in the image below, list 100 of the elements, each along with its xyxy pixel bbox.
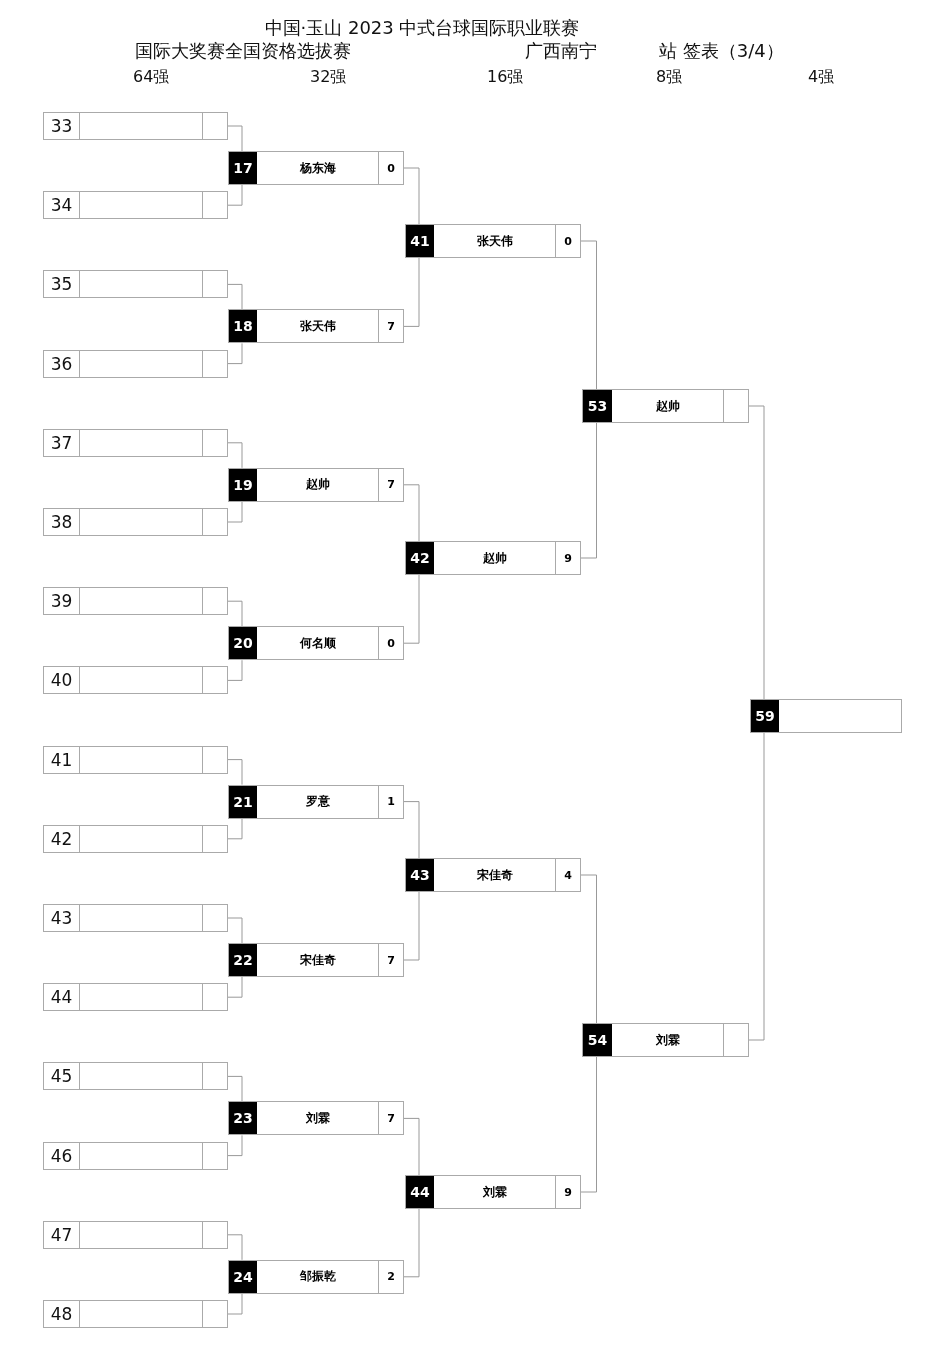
bracket-line <box>580 422 597 559</box>
player-name: 刘霖 <box>305 1109 330 1127</box>
match-number: 23 <box>229 1102 257 1135</box>
match-number: 24 <box>229 1260 257 1293</box>
bracket-slot <box>405 1175 581 1209</box>
bracket-line <box>227 501 243 523</box>
score: 7 <box>387 1111 395 1125</box>
bracket-slot <box>228 309 404 344</box>
bracket-line <box>227 600 243 627</box>
bracket-line <box>227 1134 243 1157</box>
player-name: 赵帅 <box>482 549 507 567</box>
player-name: 赵帅 <box>305 476 330 494</box>
bracket-slot <box>228 943 404 977</box>
bracket-line <box>227 1234 243 1261</box>
bracket-line <box>580 874 597 1024</box>
score: 0 <box>387 161 395 175</box>
bracket-line <box>227 976 243 998</box>
bracket-slot <box>43 1062 228 1091</box>
bracket-slot <box>43 270 228 299</box>
player-name: 刘霖 <box>482 1183 507 1201</box>
bracket-slot <box>43 508 228 536</box>
bracket-line <box>403 801 420 859</box>
bracket-line <box>227 1293 243 1315</box>
bracket-slot <box>228 784 404 819</box>
round-header: 8强 <box>656 67 683 89</box>
venue: 广西南宁 <box>525 39 597 64</box>
match-number: 43 <box>406 859 434 891</box>
bracket-line <box>227 283 243 310</box>
match-number: 18 <box>229 310 257 343</box>
match-number: 22 <box>229 944 257 976</box>
match-number: 21 <box>229 785 257 818</box>
bracket-line <box>403 574 420 644</box>
match-number: 44 <box>406 1176 434 1208</box>
bracket-slot <box>43 587 228 616</box>
bracket-line <box>227 125 243 152</box>
match-number: 17 <box>229 152 257 184</box>
bracket-slot <box>43 824 228 853</box>
score: 9 <box>564 1185 572 1199</box>
score: 7 <box>387 478 395 492</box>
bracket-line <box>748 732 765 1041</box>
bracket-line <box>580 1056 597 1193</box>
score: 1 <box>387 795 395 809</box>
match-number: 59 <box>751 700 779 732</box>
bracket-slot <box>405 541 581 575</box>
bracket-slot <box>228 1259 404 1294</box>
bracket-line <box>227 659 243 681</box>
match-number: 42 <box>406 542 434 574</box>
bracket-line <box>227 917 243 944</box>
bracket-line <box>748 405 765 700</box>
match-number: 19 <box>229 468 257 501</box>
score: 7 <box>387 319 395 333</box>
bracket-line <box>403 1208 420 1278</box>
bracket-line <box>227 1075 243 1102</box>
bracket-slot <box>405 858 581 892</box>
bracket-slot <box>43 666 228 695</box>
bracket-slot <box>43 1141 228 1170</box>
match-number: 54 <box>583 1024 612 1056</box>
score: 4 <box>564 868 572 882</box>
score: 9 <box>564 551 572 565</box>
player-name: 邹振乾 <box>299 1268 336 1286</box>
bracket-line <box>227 818 243 840</box>
bracket-slot <box>43 191 228 220</box>
bracket-line <box>403 1117 420 1176</box>
round-header: 4强 <box>808 67 835 89</box>
round-header: 32强 <box>310 67 347 89</box>
bracket-slot <box>228 626 404 661</box>
player-name: 刘霖 <box>655 1031 680 1049</box>
bracket-slot <box>43 1300 228 1328</box>
bracket-line <box>580 240 597 390</box>
bracket-slot <box>43 904 228 932</box>
player-name: 张天伟 <box>299 317 336 335</box>
bracket-slot <box>405 224 581 258</box>
player-name: 赵帅 <box>655 397 680 415</box>
bracket-line <box>403 167 420 225</box>
bracket-slot <box>228 467 404 502</box>
bracket-line <box>227 759 243 786</box>
subtitle: 国际大奖赛全国资格选拔赛 <box>135 39 351 64</box>
bracket-slot <box>582 1023 749 1057</box>
bracket-line <box>227 184 243 206</box>
score: 7 <box>387 953 395 967</box>
score: 0 <box>564 234 572 248</box>
subtitle: 站 签表（3/4） <box>659 39 784 64</box>
bracket-slot <box>43 112 228 140</box>
match-number: 53 <box>583 390 612 422</box>
player-name: 宋佳奇 <box>476 866 513 884</box>
bracket-slot <box>43 983 228 1012</box>
round-header: 16强 <box>487 67 524 89</box>
bracket-slot <box>228 1101 404 1136</box>
player-name: 宋佳奇 <box>299 951 336 969</box>
player-name: 罗意 <box>305 793 330 811</box>
bracket-slot <box>43 349 228 378</box>
bracket-line <box>227 442 243 469</box>
bracket-slot <box>228 151 404 185</box>
bracket-line <box>403 891 420 961</box>
bracket-slot <box>43 1220 228 1249</box>
player-name: 杨东海 <box>299 159 336 177</box>
round-header: 64强 <box>133 67 170 89</box>
match-number: 20 <box>229 627 257 660</box>
bracket-slot <box>43 745 228 774</box>
player-name: 张天伟 <box>476 232 513 250</box>
